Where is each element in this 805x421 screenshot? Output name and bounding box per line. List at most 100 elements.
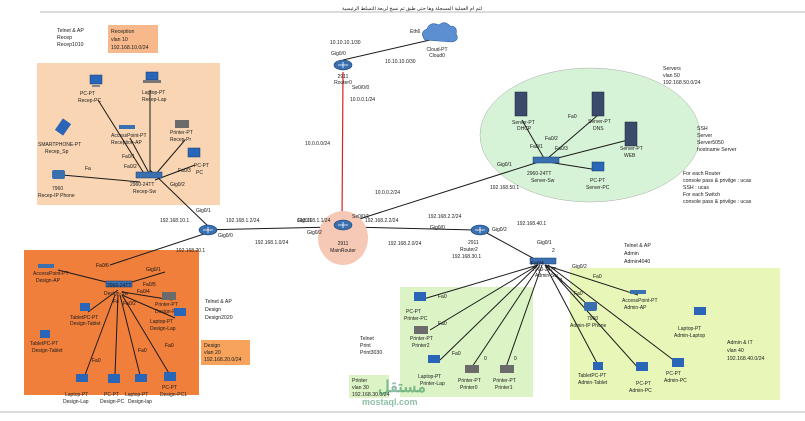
printer-laptop[interactable]: Laptop-PT Printer-Lap [418,355,445,387]
svg-text:Fa0/5: Fa0/5 [143,282,156,288]
server-dhcp[interactable]: Server-PT DHCP [512,91,535,132]
svg-text:vlan 20: vlan 20 [204,350,221,356]
link-serv-pc [547,161,599,171]
admin-switch[interactable]: 2960-24TT Admin-Sw [529,257,558,279]
admin-pc[interactable]: PC-PT Admin-PC [629,362,652,394]
svg-text:Se0/0/1: Se0/0/1 [352,214,369,220]
svg-text:hostname Server: hostname Server [697,147,737,153]
svg-text:Laptop-PT: Laptop-PT [678,326,701,332]
design-area [24,250,199,395]
design-note: Telnet & AP Design Design2020 [205,299,233,321]
server-icon [591,91,605,117]
link-design-lap [121,294,176,319]
recep-printer[interactable]: Printer-PT Recep-Pr [170,120,193,143]
pc-icon [672,358,684,367]
svg-text:Fa0/2: Fa0/2 [545,136,558,142]
svg-text:Printer-PT: Printer-PT [493,378,516,384]
link-recep-ap [129,137,151,176]
svg-text:192.168.20.1: 192.168.20.1 [176,248,205,254]
svg-text:Design-AP: Design-AP [36,278,61,284]
reception-label-box [108,25,158,53]
main-router[interactable]: 2911 MainRouter [318,211,368,265]
server-web[interactable]: Server-PT WEB [620,121,643,159]
router1-left[interactable] [198,224,218,236]
server-dns[interactable]: Server-PT DNS [588,91,611,132]
link-isp-main-serial [341,71,344,223]
servers-area [479,67,701,203]
svg-text:Gig0/2: Gig0/2 [170,182,185,188]
link-router1-design [109,231,211,266]
recep-laptop[interactable]: Laptop-PT Recep-Lap [142,71,167,103]
svg-text:Printer-PT: Printer-PT [458,378,481,384]
svg-text:Reception-AP: Reception-AP [111,140,143,146]
design-label: Design vlan 20 192.168.20.0/24 [204,343,242,363]
design-tablet2[interactable]: TabletPC-PT Design-Tablet [30,330,63,354]
link-design-tablet [87,289,119,313]
design-laptop[interactable]: Laptop-PT Design-Lap [150,308,186,332]
design-tablet[interactable]: TabletPC-PT Design-Tablet [70,303,101,327]
design-laptop2[interactable]: Laptop-PT Design-lap [125,374,152,405]
recep-switch[interactable]: 2960-24TT Recep-Sw [130,171,163,195]
svg-text:Server-PT: Server-PT [620,146,643,152]
svg-text:Laptop-PT: Laptop-PT [65,392,88,398]
printer1-device[interactable]: Printer-PT Printer1 [493,365,516,391]
design-switch[interactable]: 2960-24TT Design-Sw [104,280,133,297]
link-main-server [349,159,546,223]
svg-text:Design-PC1: Design-PC1 [160,392,187,398]
design-ap[interactable]: AccessPoint-PT Design-AP [33,264,69,284]
recep-pc2[interactable]: PC-PT PC [187,147,209,176]
svg-text:vlan 50: vlan 50 [663,73,680,79]
svg-text:Server-Sw: Server-Sw [531,178,555,184]
isp-router[interactable]: 2911 Router0 [333,59,353,86]
svg-text:Print3030: Print3030 [360,350,382,356]
svg-text:Design-Tablet: Design-Tablet [70,321,101,327]
cloud-icon [422,22,458,43]
link-main-router2 [349,226,476,231]
cloud-device[interactable]: Cloud-PT Cloud0 [422,22,458,59]
svg-text:192.168.40.1: 192.168.40.1 [517,221,546,227]
smartphone-icon [54,118,72,136]
printer-note: Telnet Print Print3030 [360,336,382,356]
svg-text:PC-PT: PC-PT [194,163,209,169]
recep-smartphone[interactable]: SMARTPHONE-PT Recep_Sp [38,118,81,155]
svg-text:Admin-Sw: Admin-Sw [535,273,558,279]
router2[interactable]: 2911 Router2 [460,224,490,253]
design-laptop1[interactable]: Laptop-PT Design-Lap [63,374,89,405]
server-switch[interactable]: 2960-24TT Server-Sw [527,156,560,184]
recep-ip-phone[interactable]: 7960 Recep-IP Phone [38,170,75,199]
svg-text:Design-Lap: Design-Lap [150,326,176,332]
port-labels: Fa0/1 Fa0/2 Fa0/3 Fa Gig0/2 Gig0/1 Gig0/… [85,114,602,364]
svg-text:PC-PT: PC-PT [80,91,95,97]
admin-tablet[interactable]: TabletPC-PT Admin-Tablet [578,362,608,386]
svg-text:Fa0/2: Fa0/2 [124,164,137,170]
admin-ip-phone[interactable]: 7960 Admin-IP Phone [570,302,607,329]
svg-text:Gig0/2: Gig0/2 [492,227,507,233]
printer-pc[interactable]: PC-PT Printer-PC [404,292,428,322]
link-printer-lap [439,264,539,361]
printer0-device[interactable]: Printer-PT Printer0 [458,365,481,391]
svg-text:Fa0: Fa0 [574,291,583,297]
svg-text:192.168.30.0/24: 192.168.30.0/24 [352,392,390,398]
tablet-icon [40,330,50,338]
server-pc[interactable]: PC-PT Server-PC [586,161,610,191]
svg-text:Printer1: Printer1 [495,385,513,391]
switch-icon [532,156,560,164]
design-printer[interactable]: Printer-PT Design-Pr [155,292,178,315]
admin-pc2[interactable]: PC-PT Admin-PC [664,358,687,384]
recep-pc[interactable]: PC-PT Recep-PC [78,74,103,104]
admin-laptop[interactable]: Laptop-PT Admin-Laptop [674,307,706,339]
reception-note: Telnet & AP Recep Recep1010 [57,28,84,48]
design-pc[interactable]: PC-PT Design-PC [100,374,125,405]
laptop-icon [135,374,147,382]
pc-icon [414,292,426,301]
recep-ap[interactable]: AccessPoint-PT Reception-AP [111,125,147,146]
svg-text:SMARTPHONE-PT: SMARTPHONE-PT [38,142,81,148]
svg-text:SSH: SSH [697,126,708,132]
admin-ap[interactable]: AccessPoint-PT Admin-AP [622,290,658,311]
link-serv-web [549,139,629,161]
design-pc1[interactable]: PC-PT Design-PC1 [160,372,187,398]
svg-text:Fa0: Fa0 [92,358,101,364]
printer2-device[interactable]: Printer-PT Printer2 [410,326,433,349]
svg-text:Fa0/1: Fa0/1 [530,144,543,150]
